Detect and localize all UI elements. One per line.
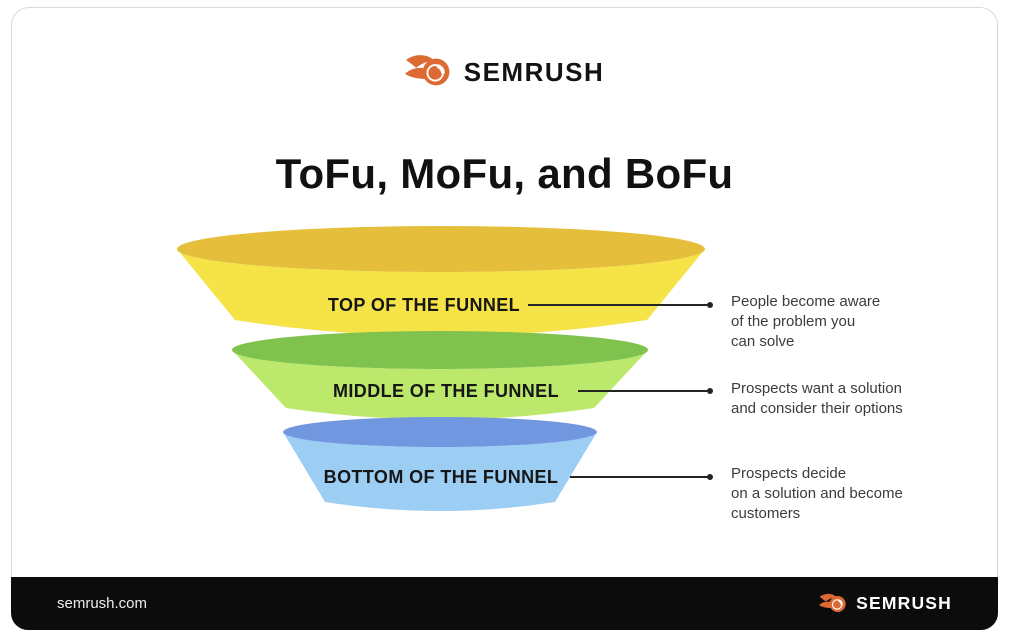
description-line: Prospects want a solution	[731, 380, 902, 397]
header-logo: SEMRUSH	[0, 52, 1009, 92]
semrush-flame-icon	[404, 55, 450, 86]
footer-url-text: semrush.com	[57, 595, 148, 612]
funnel-stage-mofu-top	[232, 331, 648, 369]
funnel-stage-tofu-body	[177, 249, 705, 336]
description-line: can solve	[731, 333, 795, 350]
connector-line-bofu	[570, 476, 708, 478]
description-line: on a solution and become	[731, 485, 903, 502]
description-line: customers	[731, 505, 801, 522]
connector-line-tofu	[528, 304, 708, 306]
stage-label-mofu: MIDDLE OF THE FUNNEL	[333, 381, 559, 401]
stage-description-mofu: Prospects want a solution and consider t…	[731, 379, 961, 419]
funnel-stage-bofu-body	[283, 432, 597, 511]
connector-dot-tofu	[707, 302, 713, 308]
funnel-stage-mofu-body	[232, 350, 648, 420]
description-line: and consider their options	[731, 400, 903, 417]
stage-description-bofu: Prospects decide on a solution and becom…	[731, 464, 961, 524]
connector-line-mofu	[578, 390, 708, 392]
description-line: Prospects decide	[731, 465, 847, 482]
stage-description-tofu: People become aware of the problem you c…	[731, 292, 961, 352]
funnel-stage-tofu-top	[177, 226, 705, 272]
connector-dot-bofu	[707, 474, 713, 480]
description-line: People become aware	[731, 293, 881, 310]
footer-brand-name: SEMRUSH	[856, 593, 952, 613]
page-title: ToFu, MoFu, and BoFu	[275, 150, 734, 198]
footer-bar: semrush.com SEMRUSH	[11, 577, 998, 630]
funnel-diagram	[177, 226, 705, 511]
semrush-flame-icon	[819, 593, 846, 612]
stage-label-bofu: BOTTOM OF THE FUNNEL	[323, 467, 559, 487]
funnel-stage-bofu-top	[283, 417, 597, 447]
connector-dot-mofu	[707, 388, 713, 394]
footer-logo: SEMRUSH	[819, 592, 952, 616]
brand-name: SEMRUSH	[463, 56, 605, 87]
stage-label-tofu: TOP OF THE FUNNEL	[327, 295, 521, 315]
description-line: of the problem you	[731, 313, 856, 330]
